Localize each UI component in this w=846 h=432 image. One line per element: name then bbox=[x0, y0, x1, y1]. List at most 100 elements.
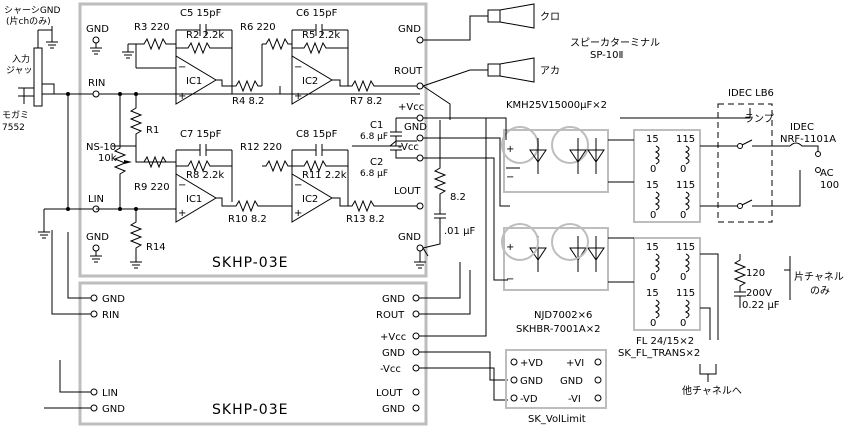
speaker-gnd-wire bbox=[423, 15, 488, 41]
snubber-c-label: 0.22 µF bbox=[742, 300, 780, 311]
terminal-gnd-2 bbox=[92, 244, 100, 252]
r5-label: R5 2.2k bbox=[302, 30, 340, 41]
terminal-gnd-mid bbox=[416, 134, 424, 142]
minus-sign: − bbox=[294, 62, 302, 73]
volume-pot bbox=[113, 94, 127, 209]
terminal-gnd-r2 bbox=[416, 244, 424, 252]
upper-lout-label: LOUT bbox=[394, 186, 421, 197]
lower-board-right-wires bbox=[419, 118, 508, 401]
upper-gnd-label-2: GND bbox=[86, 232, 109, 243]
transformer-coils bbox=[654, 145, 690, 319]
resistor-r14 bbox=[129, 209, 143, 269]
decoupling-caps-c1-c2 bbox=[352, 117, 417, 159]
chassis-gnd-note: (片chのみ) bbox=[6, 15, 51, 27]
upper-board-outline bbox=[78, 2, 428, 278]
terminal-gnd-r1 bbox=[416, 36, 424, 44]
svg-text:ROUT: ROUT bbox=[376, 310, 405, 321]
ground-icon bbox=[90, 251, 102, 263]
svg-text:RIN: RIN bbox=[102, 310, 119, 321]
lower-board-left-wires bbox=[44, 230, 91, 409]
minus-sign: − bbox=[506, 274, 514, 285]
svg-text:115: 115 bbox=[676, 134, 695, 145]
svg-text:0: 0 bbox=[680, 272, 686, 283]
svg-text:GND: GND bbox=[102, 294, 125, 305]
fl-label-2: SK_FL_TRANS×2 bbox=[618, 348, 700, 359]
kmh-cap-label: KMH25V15000µF×2 bbox=[506, 100, 607, 111]
resistor-r1 bbox=[129, 94, 143, 146]
mogami-label-1: モガミ bbox=[2, 110, 29, 121]
plus-sign: + bbox=[506, 144, 514, 155]
terminal-vcc-pos bbox=[416, 114, 424, 122]
vol-limit-terminals: +VD GND -VD +VI GND -VI bbox=[510, 358, 602, 405]
minus-sign: − bbox=[506, 172, 514, 183]
svg-text:-VI: -VI bbox=[568, 394, 581, 405]
speaker-red-label: クロ bbox=[540, 11, 560, 23]
idec-nrf-label-2: NRF-1101A bbox=[780, 134, 836, 145]
capacitor-c5 bbox=[176, 24, 232, 36]
c6-label: C6 15pF bbox=[296, 8, 338, 19]
resistor-r3 bbox=[136, 37, 176, 51]
other-channel-label: 他チャネルへ bbox=[682, 384, 742, 397]
ac-label-1: AC bbox=[820, 168, 834, 179]
svg-text:GND: GND bbox=[382, 294, 405, 305]
speaker-terminal-label-2: SP-10Ⅱ bbox=[590, 50, 623, 61]
plus-sign: + bbox=[178, 91, 186, 102]
r11-label: R11 2.2k bbox=[302, 170, 347, 181]
plus-sign: + bbox=[294, 208, 302, 219]
bridge-rectifier-icon bbox=[501, 126, 605, 272]
ac-terminal-2 bbox=[815, 167, 821, 173]
terminal-rin bbox=[92, 90, 100, 98]
zobel-network bbox=[422, 120, 447, 249]
ic2-lower-label: IC2 bbox=[302, 194, 318, 205]
svg-text:0: 0 bbox=[680, 318, 686, 329]
lamp-label: ランプ bbox=[744, 113, 774, 125]
capacitor-c6 bbox=[292, 24, 348, 36]
svg-text:115: 115 bbox=[676, 242, 695, 253]
idec-nrf-label-1: IDEC bbox=[790, 122, 814, 133]
zobel-r-label: 8.2 bbox=[450, 192, 466, 203]
lower-board-right-terminals: GND ROUT +Vcc GND -Vcc LOUT GND bbox=[376, 294, 420, 415]
svg-text:0: 0 bbox=[650, 210, 656, 221]
minus-sign: − bbox=[178, 180, 186, 191]
speaker-terminal-icon bbox=[487, 3, 535, 83]
resistor-r7 bbox=[332, 79, 420, 93]
lin-wire bbox=[38, 208, 96, 239]
r10-label: R10 8.2 bbox=[228, 214, 267, 225]
c1-value: 6.8 µF bbox=[360, 132, 388, 142]
wire bbox=[216, 79, 233, 94]
r9-label: R9 220 bbox=[134, 182, 170, 193]
r1-label: R1 bbox=[146, 125, 159, 136]
ground-icon bbox=[122, 44, 134, 59]
resistor-r10 bbox=[216, 197, 292, 213]
bridge-board-upper bbox=[503, 129, 609, 193]
svg-text:0: 0 bbox=[680, 210, 686, 221]
idec-switch-outline bbox=[717, 103, 773, 223]
svg-text:-Vcc: -Vcc bbox=[380, 364, 401, 375]
transformer-wires bbox=[608, 108, 751, 340]
terminal-gnd-1 bbox=[92, 36, 100, 44]
snubber-v-label: 200V bbox=[746, 288, 772, 299]
svg-text:115: 115 bbox=[676, 180, 695, 191]
ic1-upper-label: IC1 bbox=[186, 76, 202, 87]
njd-label: NJD7002×6 bbox=[534, 310, 592, 321]
upper-rout-label: ROUT bbox=[394, 66, 423, 77]
resistor-r2 bbox=[176, 41, 232, 55]
svg-text:+VD: +VD bbox=[520, 358, 543, 369]
transformer-labels-lower: 15 115 15 115 0 0 0 0 bbox=[646, 242, 695, 329]
svg-text:115: 115 bbox=[676, 288, 695, 299]
r3-label: R3 220 bbox=[134, 22, 170, 33]
svg-text:0: 0 bbox=[650, 164, 656, 175]
r14-label: R14 bbox=[146, 242, 166, 253]
ic2-upper-label: IC2 bbox=[302, 76, 318, 87]
svg-text:GND: GND bbox=[520, 376, 543, 387]
zobel-c-label: .01 µF bbox=[444, 226, 475, 237]
speaker-black-label: アカ bbox=[540, 65, 560, 77]
input-jack-label-1: 入力 bbox=[12, 53, 30, 65]
upper-gnd-r2-label: GND bbox=[398, 232, 421, 243]
svg-text:LOUT: LOUT bbox=[376, 388, 403, 399]
resistor-r9 bbox=[136, 155, 176, 169]
upper-lin-label: LIN bbox=[88, 194, 104, 205]
r7-label: R7 8.2 bbox=[350, 96, 382, 107]
svg-text:-VD: -VD bbox=[520, 394, 538, 405]
